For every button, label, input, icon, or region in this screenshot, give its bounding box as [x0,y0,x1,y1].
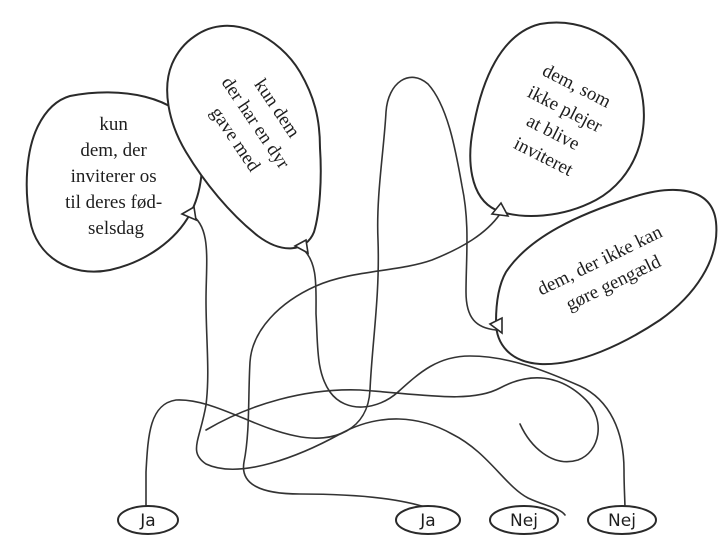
string-balloon-1 [190,214,565,515]
answer-3: Nej [490,506,558,534]
balloon-1-line-1: kun [99,114,128,135]
answer-4: Nej [588,506,656,534]
balloon-1-line-4: til deres fød- [65,192,162,213]
balloon-1-line-5: selsdag [88,218,144,239]
balloon-1-line-2: dem, der [80,140,147,161]
answer-1-label: Ja [139,511,155,531]
answer-1: Ja [118,506,178,534]
answer-3-label: Nej [510,511,538,531]
balloon-3 [470,23,644,216]
balloon-1-line-3: inviterer os [71,166,157,187]
answer-2-label: Ja [419,511,435,531]
answer-2: Ja [396,506,460,534]
answer-4-label: Nej [608,511,636,531]
